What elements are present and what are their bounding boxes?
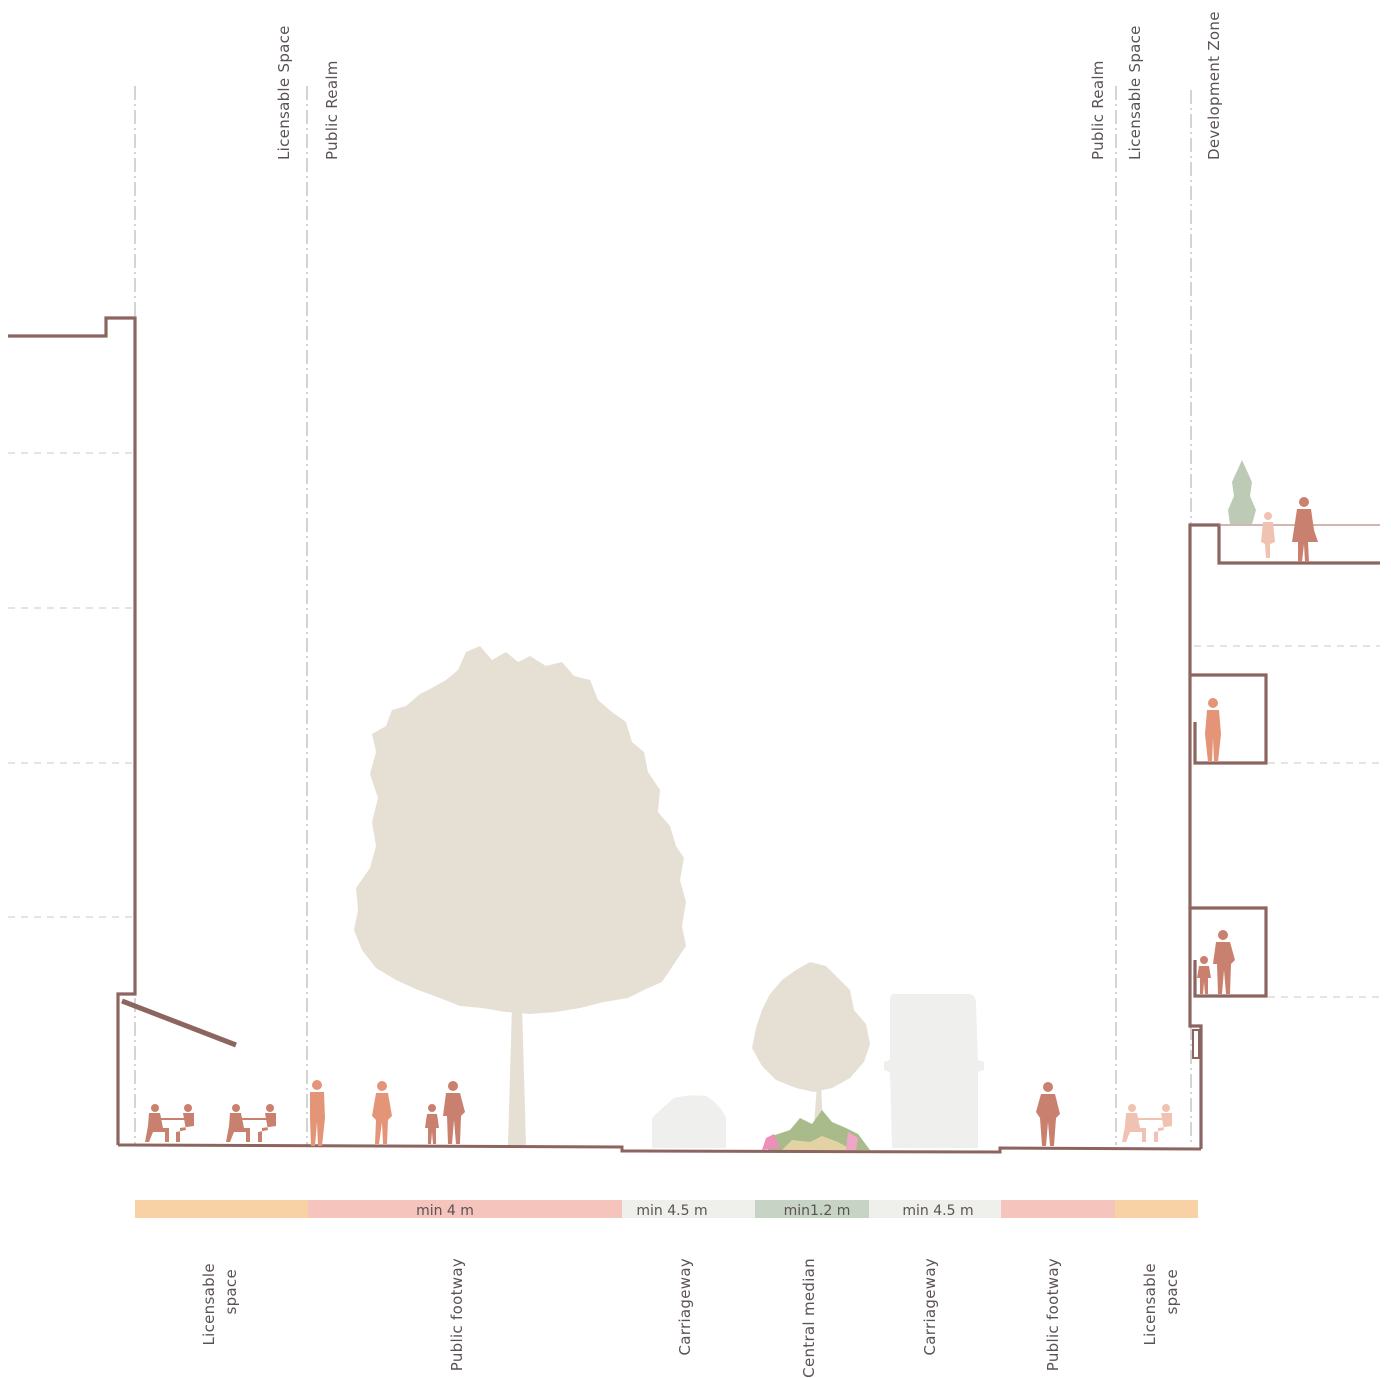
zone-central-median: Central median — [800, 1258, 818, 1378]
people-left-seated — [145, 1104, 276, 1142]
left-building — [8, 316, 237, 1145]
bar-carriageway-right — [869, 1200, 1001, 1218]
dim-carriageway-right: min 4.5 m — [902, 1203, 973, 1219]
bar-footway-right — [1001, 1200, 1115, 1218]
label-left-public-realm: Public Realm — [323, 60, 341, 160]
bar-footway-left — [308, 1200, 622, 1218]
people-right-seated — [1122, 1104, 1172, 1142]
zone-carriageway-right: Carriageway — [921, 1258, 939, 1355]
zone-licensable-space-right: Licensable space — [1141, 1258, 1181, 1346]
label-left-licensable-space: Licensable Space — [275, 25, 293, 160]
dim-central-median: min1.2 m — [784, 1203, 851, 1219]
people-left-family — [425, 1081, 465, 1144]
label-right-licensable-space: Licensable Space — [1126, 25, 1144, 160]
label-right-public-realm: Public Realm — [1089, 60, 1107, 160]
bar-licensable-right — [1115, 1200, 1198, 1218]
label-development-zone: Development Zone — [1205, 11, 1223, 160]
boundary-lines — [134, 86, 1192, 1145]
bus-silhouette — [884, 994, 984, 1148]
zone-public-footway-right: Public footway — [1044, 1258, 1062, 1371]
ground-line — [117, 1143, 1202, 1154]
dim-footway-left: min 4 m — [416, 1203, 474, 1219]
people-balconies — [1197, 497, 1318, 994]
dimension-bar: min 4 m min 4.5 m min1.2 m min 4.5 m — [135, 1200, 1198, 1219]
right-building — [1188, 523, 1380, 1149]
zone-licensable-space-left: Licensable space — [200, 1258, 240, 1346]
terrace-tree — [1228, 460, 1256, 524]
car-silhouette — [652, 1095, 726, 1148]
person-right-footway — [1036, 1082, 1060, 1146]
zone-public-footway-left: Public footway — [448, 1258, 466, 1371]
floor-guide-lines — [8, 452, 1380, 998]
street-tree — [354, 646, 686, 1145]
bar-carriageway-left — [622, 1200, 755, 1218]
zone-carriageway-left: Carriageway — [676, 1258, 694, 1355]
people-left-standing — [310, 1080, 392, 1146]
dim-carriageway-left: min 4.5 m — [636, 1203, 707, 1219]
median-planting — [762, 1110, 870, 1150]
bar-median — [755, 1200, 869, 1218]
zone-labels: Licensable space Public footway Carriage… — [200, 1258, 1181, 1378]
bar-licensable-left — [135, 1200, 308, 1218]
median-tree — [752, 962, 870, 1125]
